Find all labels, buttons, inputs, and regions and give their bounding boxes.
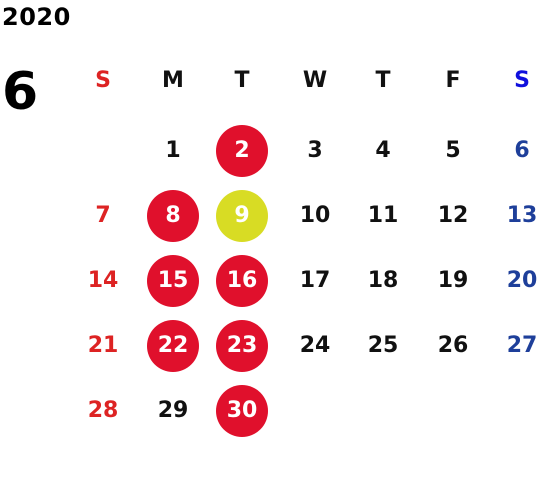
day-cell-11[interactable]: 11 [367,203,399,228]
day-cell-9[interactable]: 9 [216,190,268,242]
day-cell-17[interactable]: 17 [299,268,331,293]
weekday-header-4: T [375,68,391,93]
day-cell-12[interactable]: 12 [437,203,469,228]
day-cell-6[interactable]: 6 [514,138,530,163]
day-cell-16[interactable]: 16 [216,255,268,307]
day-cell-26[interactable]: 26 [437,333,469,358]
weekday-header-3: W [302,68,328,93]
day-cell-13[interactable]: 13 [506,203,538,228]
weekday-header-1: M [162,68,184,93]
day-cell-3[interactable]: 3 [307,138,323,163]
weekday-header-2: T [234,68,250,93]
day-cell-7[interactable]: 7 [95,203,111,228]
day-cell-20[interactable]: 20 [506,268,538,293]
day-cell-21[interactable]: 21 [87,333,119,358]
weekday-header-5: F [445,68,461,93]
day-cell-14[interactable]: 14 [87,268,119,293]
weekday-header-0: S [95,68,111,93]
day-cell-15[interactable]: 15 [147,255,199,307]
day-cell-25[interactable]: 25 [367,333,399,358]
year-label: 2020 [2,3,71,31]
day-cell-30[interactable]: 30 [216,385,268,437]
day-cell-29[interactable]: 29 [157,398,189,423]
weekday-header-6: S [514,68,530,93]
day-cell-27[interactable]: 27 [506,333,538,358]
day-cell-28[interactable]: 28 [87,398,119,423]
day-cell-4[interactable]: 4 [375,138,391,163]
day-cell-22[interactable]: 22 [147,320,199,372]
day-cell-2[interactable]: 2 [216,125,268,177]
day-cell-8[interactable]: 8 [147,190,199,242]
day-cell-18[interactable]: 18 [367,268,399,293]
day-cell-5[interactable]: 5 [445,138,461,163]
day-cell-19[interactable]: 19 [437,268,469,293]
day-cell-24[interactable]: 24 [299,333,331,358]
day-cell-10[interactable]: 10 [299,203,331,228]
month-label: 6 [2,62,39,122]
day-cell-1[interactable]: 1 [165,138,181,163]
day-cell-23[interactable]: 23 [216,320,268,372]
